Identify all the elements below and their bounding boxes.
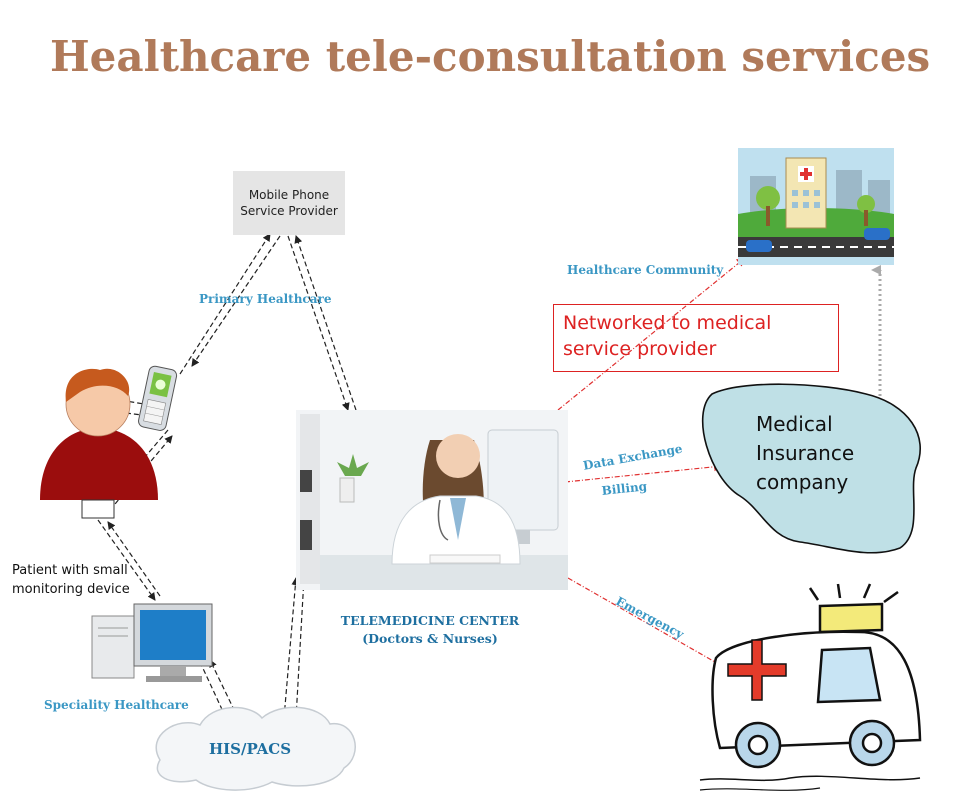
- speciality-healthcare-label: Speciality Healthcare: [44, 698, 189, 712]
- insurance-line2: Insurance: [756, 439, 854, 468]
- insurance-text: Medical Insurance company: [756, 410, 854, 497]
- mobile-phone-icon: [137, 365, 177, 431]
- primary-healthcare-label: Primary Healthcare: [199, 292, 331, 306]
- patient-line1: Patient with small: [12, 561, 130, 580]
- link-center-provider-up: [296, 236, 356, 410]
- person-icon: [40, 369, 158, 518]
- mobile-provider-box: Mobile Phone Service Provider: [233, 171, 345, 235]
- networked-box: Networked to medical service provider: [553, 304, 839, 372]
- mobile-provider-line1: Mobile Phone: [233, 187, 345, 203]
- desktop-computer-icon: [92, 604, 212, 682]
- insurance-line3: company: [756, 468, 854, 497]
- mobile-provider-line2: Service Provider: [233, 203, 345, 219]
- link-center-his: [296, 578, 304, 718]
- hospital-icon: [738, 148, 894, 265]
- his-pacs-label: HIS/PACS: [0, 740, 500, 758]
- networked-line1: Networked to medical: [563, 310, 838, 336]
- link-his-center: [284, 578, 296, 718]
- doctor-photo: [296, 410, 568, 590]
- link-provider-center-down: [288, 236, 348, 410]
- patient-line2: monitoring device: [12, 580, 130, 599]
- telemedicine-line1: TELEMEDICINE CENTER: [330, 612, 530, 630]
- healthcare-community-label: Healthcare Community: [567, 263, 723, 277]
- patient-text: Patient with small monitoring device: [12, 561, 130, 599]
- telemedicine-line2: (Doctors & Nurses): [330, 630, 530, 648]
- insurance-line1: Medical: [756, 410, 854, 439]
- telemedicine-label: TELEMEDICINE CENTER (Doctors & Nurses): [330, 612, 530, 648]
- ambulance-icon: [700, 584, 920, 790]
- networked-line2: service provider: [563, 336, 838, 362]
